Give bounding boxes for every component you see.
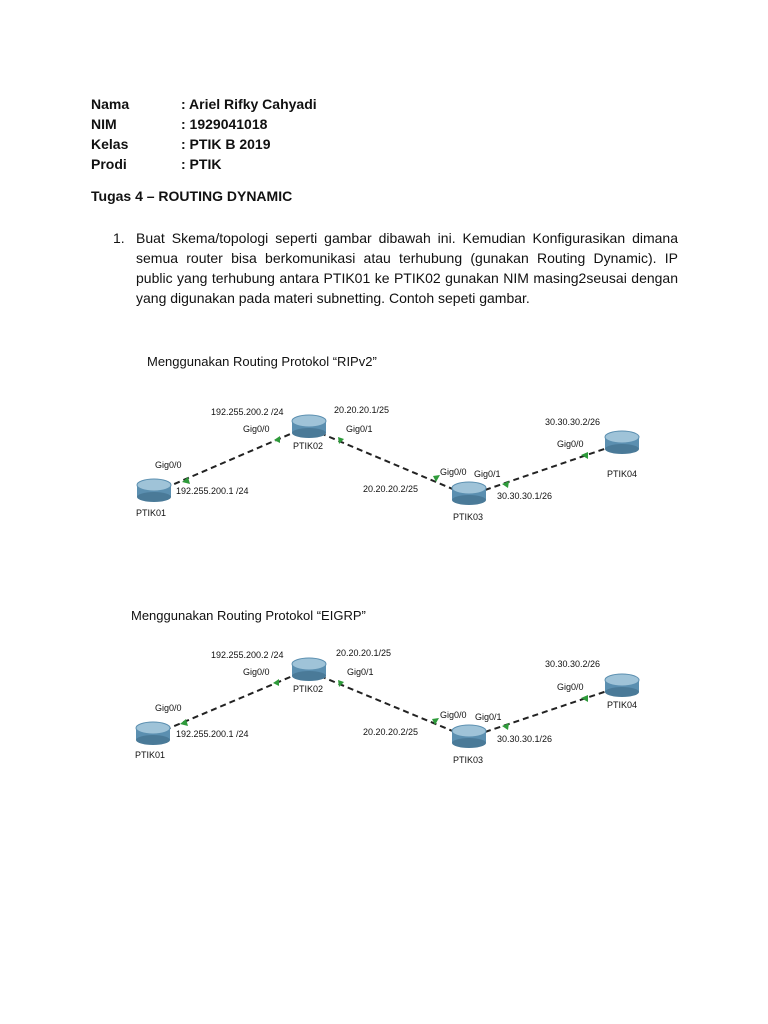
port-marker bbox=[182, 477, 190, 484]
ip-label: 192.255.200.1 /24 bbox=[176, 729, 249, 739]
router-icon[interactable] bbox=[604, 673, 640, 697]
ip-label: 30.30.30.2/26 bbox=[545, 417, 600, 427]
ip-label: 20.20.20.1/25 bbox=[334, 405, 389, 415]
interface-label: Gig0/0 bbox=[557, 439, 584, 449]
row-prodi: Prodi : PTIK bbox=[91, 154, 317, 174]
ip-label: 192.255.200.2 /24 bbox=[211, 407, 284, 417]
value-nim: : 1929041018 bbox=[181, 116, 268, 132]
value-kelas: : PTIK B 2019 bbox=[181, 136, 271, 152]
interface-label: Gig0/0 bbox=[155, 703, 182, 713]
label-prodi: Prodi bbox=[91, 156, 127, 172]
row-kelas: Kelas : PTIK B 2019 bbox=[91, 134, 317, 154]
label-nama: Nama bbox=[91, 96, 130, 112]
router-name: PTIK01 bbox=[136, 508, 166, 518]
ip-label: 30.30.30.1/26 bbox=[497, 734, 552, 744]
instruction-text: Buat Skema/topologi seperti gambar dibaw… bbox=[136, 230, 678, 306]
interface-label: Gig0/1 bbox=[347, 667, 374, 677]
port-marker bbox=[274, 436, 280, 443]
port-marker bbox=[502, 723, 509, 730]
interface-label: Gig0/0 bbox=[155, 460, 182, 470]
task-title: Tugas 4 – ROUTING DYNAMIC bbox=[91, 188, 293, 204]
port-marker bbox=[338, 680, 344, 687]
row-nama: Nama : Ariel Rifky Cahyadi bbox=[91, 94, 317, 114]
link-ptik01-ptik02 bbox=[164, 674, 296, 731]
interface-label: Gig0/1 bbox=[474, 469, 501, 479]
ip-label: 20.20.20.2/25 bbox=[363, 727, 418, 737]
topology-eigrp: PTIK01 PTIK02 PTIK03 PTIK04 Gig0/0 192.2… bbox=[0, 640, 768, 780]
router-name: PTIK03 bbox=[453, 755, 483, 765]
port-marker bbox=[581, 695, 588, 702]
caption-ripv2: Menggunakan Routing Protokol “RIPv2” bbox=[147, 354, 377, 369]
instruction-item: 1. Buat Skema/topologi seperti gambar di… bbox=[113, 228, 678, 308]
link-ptik02-ptik03 bbox=[319, 675, 456, 733]
topology-ripv2: PTIK01 PTIK02 PTIK03 PTIK04 Gig0/0 192.2… bbox=[0, 395, 768, 535]
ip-label: 20.20.20.1/25 bbox=[336, 648, 391, 658]
ip-label: 20.20.20.2/25 bbox=[363, 484, 418, 494]
router-icon[interactable] bbox=[451, 724, 487, 748]
interface-label: Gig0/0 bbox=[243, 667, 270, 677]
router-icon[interactable] bbox=[291, 657, 327, 681]
student-info: Nama : Ariel Rifky Cahyadi NIM : 1929041… bbox=[91, 94, 317, 174]
router-icon[interactable] bbox=[135, 721, 171, 745]
router-icon[interactable] bbox=[604, 430, 640, 454]
router-name: PTIK02 bbox=[293, 441, 323, 451]
port-marker bbox=[273, 679, 279, 686]
router-name: PTIK03 bbox=[453, 512, 483, 522]
ip-label: 192.255.200.2 /24 bbox=[211, 650, 284, 660]
label-kelas: Kelas bbox=[91, 136, 129, 152]
router-icon[interactable] bbox=[451, 481, 487, 505]
interface-label: Gig0/1 bbox=[475, 712, 502, 722]
router-name: PTIK04 bbox=[607, 700, 637, 710]
label-nim: NIM bbox=[91, 116, 117, 132]
topology-svg-ripv2: PTIK01 PTIK02 PTIK03 PTIK04 Gig0/0 192.2… bbox=[136, 405, 640, 522]
caption-eigrp: Menggunakan Routing Protokol “EIGRP” bbox=[131, 608, 366, 623]
router-icon[interactable] bbox=[136, 478, 172, 502]
link-ptik02-ptik03 bbox=[319, 432, 456, 491]
instruction-number: 1. bbox=[113, 230, 125, 246]
port-marker bbox=[338, 437, 344, 444]
interface-label: Gig0/0 bbox=[243, 424, 270, 434]
ip-label: 192.255.200.1 /24 bbox=[176, 486, 249, 496]
router-icon[interactable] bbox=[291, 414, 327, 438]
interface-label: Gig0/0 bbox=[440, 710, 467, 720]
topology-svg-eigrp: PTIK01 PTIK02 PTIK03 PTIK04 Gig0/0 192.2… bbox=[135, 648, 640, 765]
value-nama: : Ariel Rifky Cahyadi bbox=[181, 96, 317, 112]
router-name: PTIK02 bbox=[293, 684, 323, 694]
router-name: PTIK01 bbox=[135, 750, 165, 760]
interface-label: Gig0/0 bbox=[440, 467, 467, 477]
port-marker bbox=[502, 481, 509, 488]
port-marker bbox=[433, 475, 440, 482]
port-marker bbox=[180, 719, 188, 726]
port-marker bbox=[581, 452, 588, 459]
interface-label: Gig0/1 bbox=[346, 424, 373, 434]
row-nim: NIM : 1929041018 bbox=[91, 114, 317, 134]
router-name: PTIK04 bbox=[607, 469, 637, 479]
interface-label: Gig0/0 bbox=[557, 682, 584, 692]
port-marker bbox=[432, 718, 439, 725]
value-prodi: : PTIK bbox=[181, 156, 222, 172]
ip-label: 30.30.30.1/26 bbox=[497, 491, 552, 501]
ip-label: 30.30.30.2/26 bbox=[545, 659, 600, 669]
